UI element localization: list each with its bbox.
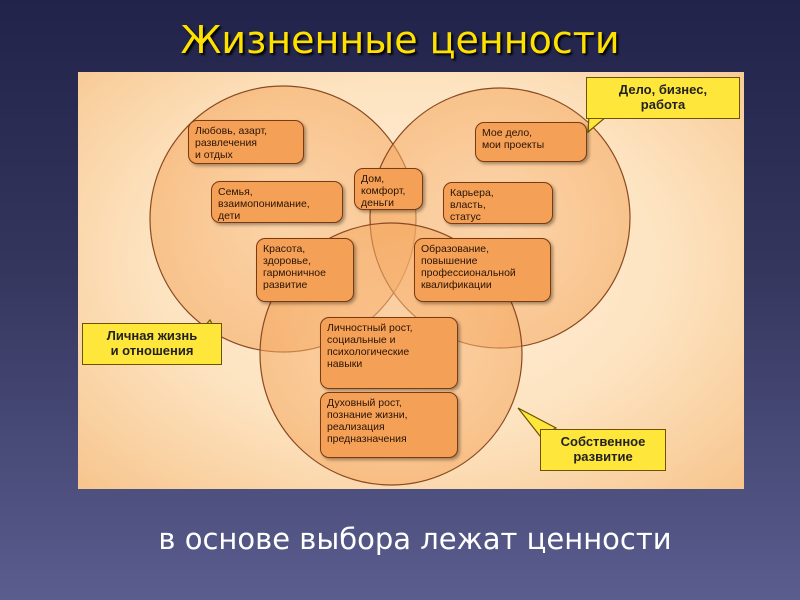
box-education: Образование, повышение профессиональной … [414, 238, 551, 302]
callout-personal: Личная жизнь и отношения [82, 323, 222, 365]
callout-development: Собственное развитие [540, 429, 666, 471]
callout-business: Дело, бизнес, работа [586, 77, 740, 119]
box-beauty: Красота, здоровье, гармоничное развитие [256, 238, 354, 302]
venn-diagram: Любовь, азарт, развлечения и отдых Семья… [78, 72, 744, 489]
box-family: Семья, взаимопонимание, дети [211, 181, 343, 223]
slide-title: Жизненные ценности [180, 18, 620, 62]
box-spiritual: Духовный рост, познание жизни, реализаци… [320, 392, 458, 458]
box-personal-growth: Личностный рост, социальные и психологич… [320, 317, 458, 389]
box-career: Карьера, власть, статус [443, 182, 553, 224]
box-own-business: Мое дело, мои проекты [475, 122, 587, 162]
box-home: Дом, комфорт, деньги [354, 168, 423, 210]
box-love: Любовь, азарт, развлечения и отдых [188, 120, 304, 164]
slide-subtitle: в основе выбора лежат ценности [158, 522, 672, 556]
